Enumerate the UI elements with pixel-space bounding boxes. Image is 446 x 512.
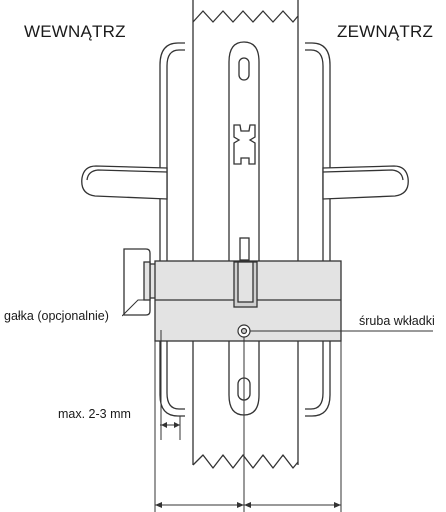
label-outside: ZEWNĄTRZ: [337, 22, 433, 41]
label-screw: śruba wkładki: [359, 314, 435, 328]
label-gap: max. 2-3 mm: [58, 407, 131, 421]
door-leaf: [192, 0, 299, 469]
knob-leader: [121, 299, 147, 317]
inside-escutcheon: [159, 42, 185, 417]
inside-lever-handle: [81, 165, 168, 200]
leader-lines: [121, 299, 433, 332]
outside-escutcheon: [305, 42, 331, 417]
outside-lever-handle: [322, 165, 409, 200]
label-inside: WEWNĄTRZ: [24, 22, 126, 41]
dimension-arrows: [155, 422, 341, 508]
label-knob: gałka (opcjonalnie): [4, 309, 109, 323]
thumb-turn-knob-icon: [123, 248, 158, 316]
fixing-screw-icon: [237, 324, 251, 338]
